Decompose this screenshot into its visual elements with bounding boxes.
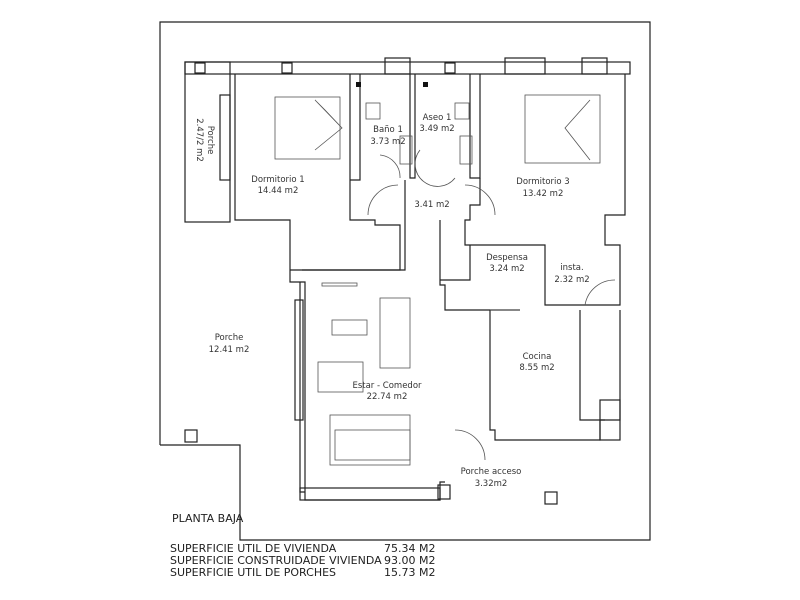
porche-acceso-name: Porche acceso	[461, 467, 522, 477]
svg-text:2.47/2 m2: 2.47/2 m2	[194, 118, 204, 162]
dormitorio1-area: 14.44 m2	[258, 186, 299, 196]
estar-area: 22.74 m2	[367, 392, 408, 402]
summary-value-1: 75.34 M2	[384, 542, 435, 555]
porche-area: 12.41 m2	[209, 345, 250, 355]
despensa-area: 3.24 m2	[489, 264, 524, 274]
armchair	[317, 361, 364, 393]
estar-name: Estar - Comedor	[352, 381, 422, 391]
porche-name: Porche	[215, 333, 244, 343]
insta-name: insta.	[560, 263, 583, 273]
site-boundary	[159, 21, 651, 541]
plan-title: PLANTA BAJA	[172, 512, 244, 525]
dormitorio3-name: Dormitorio 3	[516, 177, 569, 187]
despensa-name: Despensa	[486, 253, 528, 263]
toilet-aseo	[454, 102, 470, 120]
dormitorio3-area: 13.42 m2	[523, 189, 564, 199]
shaft-bano	[356, 82, 361, 87]
sofa	[379, 297, 411, 369]
dining-table	[334, 429, 411, 461]
porche-acceso-area: 3.32m2	[475, 479, 508, 489]
porche-side-label: Porche 2.47/2 m2	[194, 118, 215, 162]
coffee-table	[331, 319, 368, 336]
hall-area: 3.41 m2	[414, 200, 449, 210]
toilet-bano	[365, 102, 381, 120]
cocina-area: 8.55 m2	[519, 363, 554, 373]
bano1-name: Baño 1	[373, 125, 403, 135]
aseo1-name: Aseo 1	[423, 113, 452, 123]
summary-label-3: SUPERFICIE UTIL DE PORCHES	[170, 566, 336, 579]
insta-area: 2.32 m2	[554, 275, 589, 285]
cocina-name: Cocina	[523, 352, 552, 362]
sink-bano	[399, 135, 413, 165]
bed-dormitorio1	[274, 96, 341, 160]
summary-value-2: 93.00 M2	[384, 554, 435, 567]
summary-label-1: SUPERFICIE UTIL DE VIVIENDA	[170, 542, 337, 555]
walls	[184, 57, 631, 505]
furniture	[274, 82, 601, 461]
bano1-area: 3.73 m2	[370, 137, 405, 147]
bed-dormitorio3	[524, 94, 601, 164]
summary-label-2: SUPERFICIE CONSTRUIDADE VIVIENDA	[170, 554, 382, 567]
doors	[367, 149, 616, 461]
dormitorio1-name: Dormitorio 1	[251, 175, 304, 185]
aseo1-area: 3.49 m2	[419, 124, 454, 134]
tv-unit	[321, 282, 358, 287]
svg-text:Porche: Porche	[205, 126, 215, 155]
summary-value-3: 15.73 M2	[384, 566, 435, 579]
shaft-aseo	[423, 82, 428, 87]
sink-aseo	[459, 135, 473, 165]
